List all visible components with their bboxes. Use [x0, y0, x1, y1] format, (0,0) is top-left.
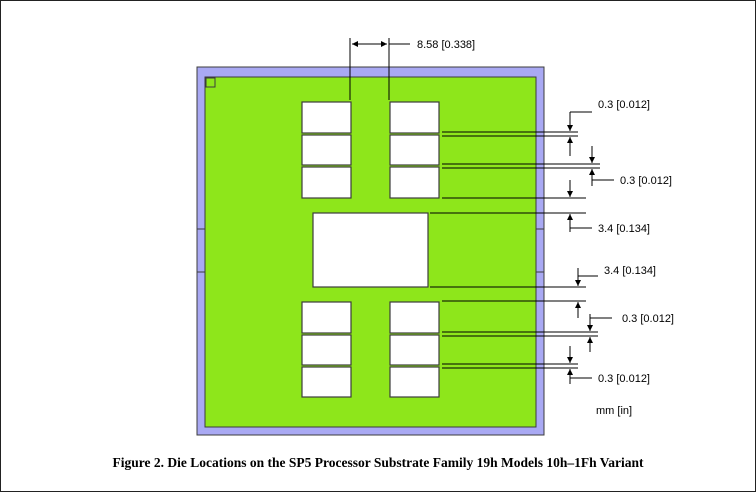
ccd-die — [389, 166, 440, 199]
ccd-stack-bottom-left — [301, 301, 352, 398]
dimension-top-gap-2-label: 0.3 [0.012] — [620, 175, 672, 187]
dimension-upper-io-gap — [430, 180, 592, 232]
ccd-die — [301, 166, 352, 199]
ccd-die — [389, 134, 440, 166]
figure-caption: Figure 2. Die Locations on the SP5 Proce… — [112, 455, 644, 470]
dimension-lower-io-gap-label: 3.4 [0.134] — [604, 265, 656, 277]
ccd-die — [301, 101, 352, 134]
dimension-bottom-gap-1 — [442, 314, 612, 352]
ccd-die — [301, 301, 352, 334]
dimension-bottom-gap-1-label: 0.3 [0.012] — [622, 313, 674, 325]
dimension-top-spacing-label: 8.58 [0.338] — [417, 39, 475, 51]
dimension-bottom-gap-2 — [442, 346, 592, 384]
dimension-bottom-gap-2-label: 0.3 [0.012] — [598, 373, 650, 385]
pin1-marker — [205, 77, 216, 88]
ccd-die — [389, 334, 440, 366]
ccd-stack-bottom-right — [389, 301, 440, 398]
dimension-top-spacing — [349, 38, 410, 100]
ccd-die — [301, 366, 352, 398]
dimension-top-gap-1 — [442, 111, 592, 156]
dimension-upper-io-gap-label: 3.4 [0.134] — [598, 223, 650, 235]
ccd-die — [301, 134, 352, 166]
ccd-stack-top-right — [389, 101, 440, 199]
dimension-top-gap-2 — [442, 146, 614, 186]
ccd-die — [389, 301, 440, 334]
ccd-die — [389, 101, 440, 134]
ccd-die — [301, 334, 352, 366]
ccd-stack-top-left — [301, 101, 352, 199]
units-label: mm [in] — [596, 405, 633, 417]
ccd-die — [389, 366, 440, 398]
dimension-top-gap-1-label: 0.3 [0.012] — [598, 99, 650, 111]
dimension-lower-io-gap — [430, 268, 598, 318]
io-die — [312, 212, 429, 288]
